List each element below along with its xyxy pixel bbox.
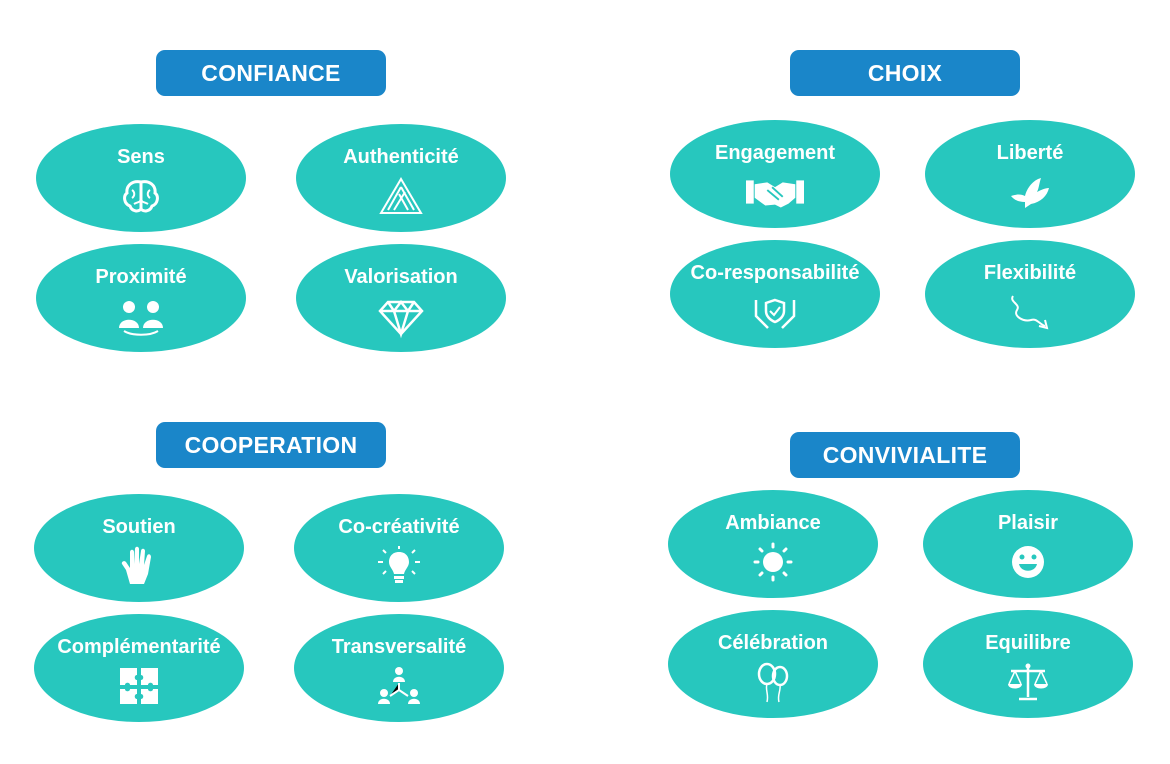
diamond-icon	[378, 296, 424, 339]
value-plaisir: Plaisir	[923, 490, 1133, 598]
value-transversalite: Transversalité	[294, 614, 504, 722]
value-co-responsabilite: Co-responsabilité	[670, 240, 880, 348]
scales-icon	[1005, 662, 1051, 702]
value-equilibre: Equilibre	[923, 610, 1133, 718]
value-engagement: Engagement	[670, 120, 880, 228]
lightbulb-icon	[376, 546, 422, 586]
group-title: CONVIVIALITE	[790, 432, 1020, 478]
value-label: Co-responsabilité	[690, 262, 860, 284]
value-label: Plaisir	[997, 512, 1059, 534]
value-co-creativite: Co-créativité	[294, 494, 504, 602]
sun-icon	[750, 542, 796, 582]
value-label: Soutien	[102, 516, 176, 538]
handshake-icon	[746, 172, 804, 212]
value-celebration: Célébration	[668, 610, 878, 718]
value-label: Proximité	[95, 266, 187, 288]
value-label: Flexibilité	[983, 262, 1077, 284]
value-label: Complémentarité	[57, 636, 221, 658]
value-label: Transversalité	[331, 636, 467, 658]
value-ambiance: Ambiance	[668, 490, 878, 598]
value-label: Authenticité	[343, 146, 459, 168]
group-confiance: CONFIANCE Sens Authenticité Proximité Va…	[36, 50, 516, 352]
value-label: Liberté	[996, 142, 1064, 164]
smiley-icon	[1005, 542, 1051, 582]
value-complementarite: Complémentarité	[34, 614, 244, 722]
value-sens: Sens	[36, 124, 246, 232]
group-title: COOPERATION	[156, 422, 386, 468]
group-choix: CHOIX Engagement Liberté Co-responsabili…	[670, 50, 1150, 350]
value-label: Co-créativité	[338, 516, 460, 538]
group-cooperation: COOPERATION Soutien Co-créativité Complé…	[34, 422, 514, 722]
value-label: Equilibre	[985, 632, 1071, 654]
group-convivialite: CONVIVIALITE Ambiance Plaisir Célébratio…	[668, 432, 1148, 732]
value-authenticite: Authenticité	[296, 124, 506, 232]
value-label: Célébration	[717, 632, 829, 654]
value-valorisation: Valorisation	[296, 244, 506, 352]
squiggle-arrow-icon	[1007, 292, 1053, 332]
dove-icon	[1007, 172, 1053, 212]
value-soutien: Soutien	[34, 494, 244, 602]
brain-icon	[118, 176, 164, 216]
network-icon	[376, 666, 422, 706]
group-title: CHOIX	[790, 50, 1020, 96]
raised-hand-icon	[116, 546, 162, 586]
triangle-lines-icon	[378, 176, 424, 216]
value-flexibilite: Flexibilité	[925, 240, 1135, 348]
hands-shield-icon	[752, 292, 798, 332]
value-liberte: Liberté	[925, 120, 1135, 228]
value-label: Ambiance	[725, 512, 821, 534]
group-title: CONFIANCE	[156, 50, 386, 96]
value-label: Engagement	[714, 142, 836, 164]
people-connection-icon	[118, 296, 164, 336]
value-label: Valorisation	[344, 266, 458, 288]
balloons-icon	[750, 662, 796, 703]
value-proximite: Proximité	[36, 244, 246, 352]
puzzle-icon	[116, 666, 162, 706]
value-label: Sens	[117, 146, 165, 168]
